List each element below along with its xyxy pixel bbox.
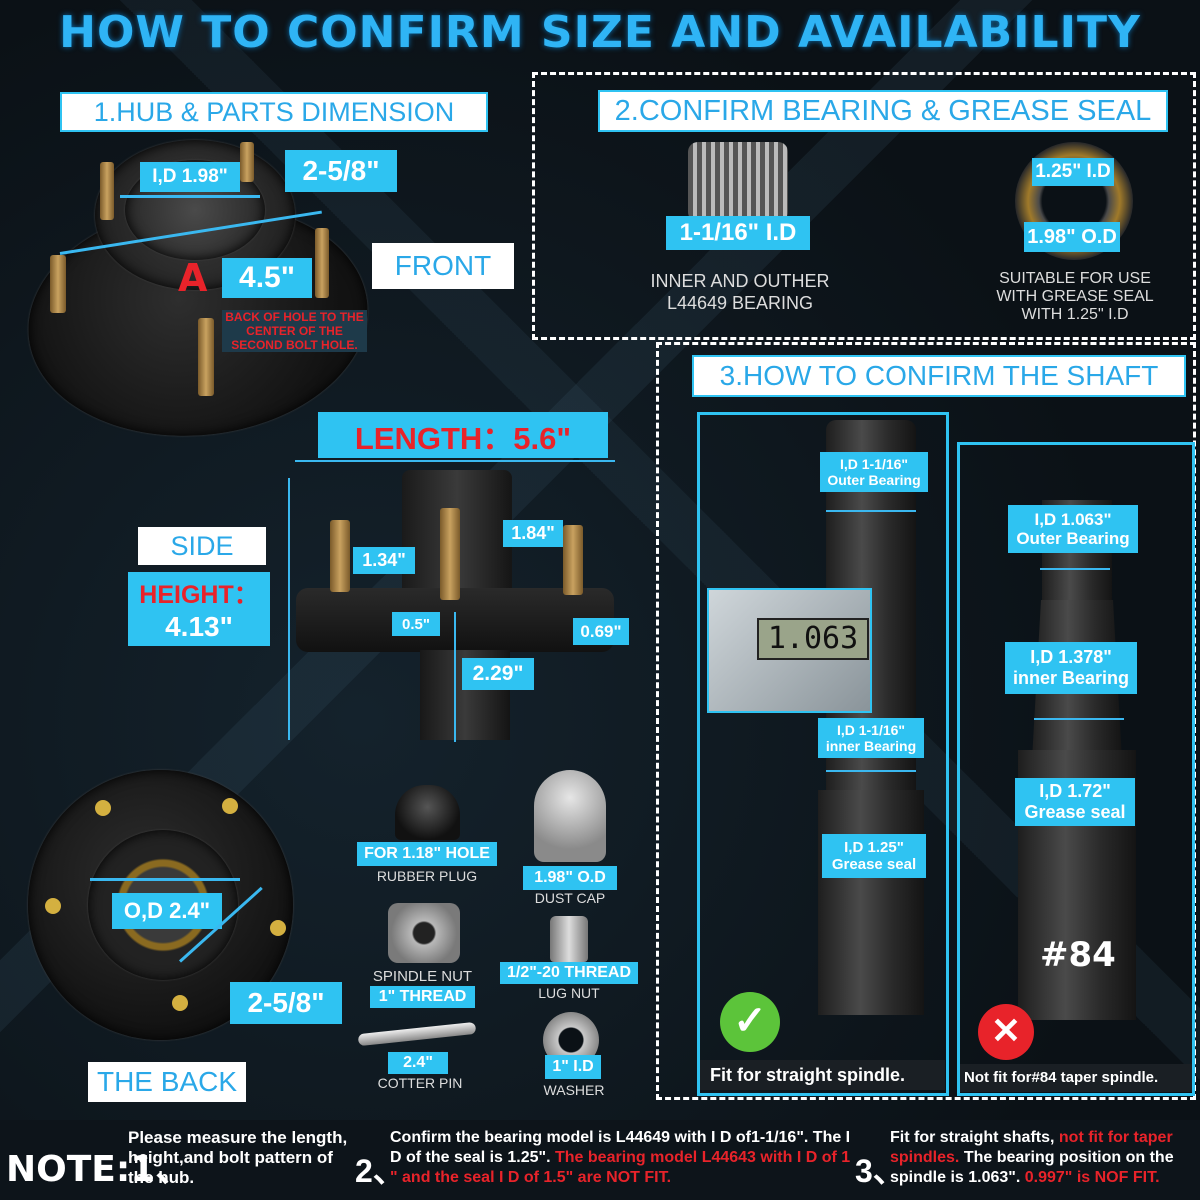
spindle-nut-size: 1" THREAD <box>370 986 475 1008</box>
note-2-warning: The bearing model L44643 with I D of 1 "… <box>390 1149 851 1186</box>
dim-069: 0.69" <box>573 618 629 645</box>
straight-outer-label: I,D 1-1/16" Outer Bearing <box>820 452 928 492</box>
section3-heading: 3.HOW TO CONFIRM THE SHAFT <box>692 355 1186 397</box>
section2-frame <box>532 72 1196 340</box>
marker-a: A <box>178 256 208 300</box>
caliper-photo: 1.063 <box>707 588 872 713</box>
height-value: 4.13" <box>165 611 233 642</box>
straight-outer-line <box>826 510 916 512</box>
cotter-size: 2.4" <box>388 1052 448 1074</box>
note-2-text: Confirm the bearing model is L44649 with… <box>390 1129 851 1166</box>
straight-fit-text: Fit for straight spindle. <box>700 1060 945 1090</box>
straight-shaft-panel <box>697 412 949 1096</box>
rubber-plug-size: FOR 1.18" HOLE <box>357 842 497 866</box>
dim-229: 2.29" <box>462 658 534 690</box>
bolt-spacing-label: 2-5/8" <box>285 150 397 192</box>
lug-nut-name: LUG NUT <box>538 985 600 1001</box>
washer-name: WASHER <box>543 1082 605 1098</box>
bolt-note: BACK OF HOLE TO THE CENTER OF THE SECOND… <box>222 310 367 352</box>
note-3-number: 3、 <box>855 1153 905 1189</box>
straight-inner-label: I,D 1-1/16" inner Bearing <box>818 718 924 758</box>
note-3-text-b: The bearing position on the spindle is 1… <box>890 1149 1174 1186</box>
rubber-plug-name: RUBBER PLUG <box>376 868 478 884</box>
bearing-id-label: 1-1/16" I.D <box>666 216 810 250</box>
cross-icon: ✕ <box>978 1004 1034 1060</box>
note-3-warning-b: 0.997" is NOF FIT. <box>1024 1169 1160 1186</box>
page-title: HOW TO CONFIRM SIZE AND AVAILABILITY <box>59 7 1141 58</box>
seal-od-label: 1.98" O.D <box>1024 222 1120 252</box>
id-dim-line <box>120 195 260 198</box>
dust-cap-size: 1.98" O.D <box>523 866 617 890</box>
taper-fit-text: Not fit for#84 taper spindle. <box>960 1064 1192 1092</box>
od-dim-line <box>90 878 240 881</box>
note-2-number: 2、 <box>355 1153 405 1189</box>
height-dim-line <box>288 478 290 740</box>
back-label: THE BACK <box>88 1062 246 1102</box>
seal-id-label: 1.25" I.D <box>1032 158 1114 186</box>
length-text: LENGTH：5.6" <box>354 420 572 456</box>
taper-inner-label: I,D 1.378" inner Bearing <box>1005 642 1137 694</box>
length-label: LENGTH：5.6" <box>318 412 608 458</box>
taper-outer-label: I,D 1.063" Outer Bearing <box>1008 505 1138 553</box>
taper-shaft-panel <box>957 442 1195 1096</box>
straight-shaft-lower <box>818 790 924 1015</box>
note-2: Confirm the bearing model is L44649 with… <box>390 1128 860 1188</box>
od-label: O,D 2.4" <box>112 893 222 929</box>
taper-model: #84 <box>1040 935 1116 975</box>
hub-id-label: I,D 1.98" <box>140 162 240 192</box>
notes-bar <box>0 1120 1200 1200</box>
washer-size: 1" I.D <box>545 1055 601 1079</box>
side-label: SIDE <box>138 527 266 565</box>
lug-nut-size: 1/2"-20 THREAD <box>500 962 638 984</box>
taper-seal-label: I,D 1.72" Grease seal <box>1015 778 1135 826</box>
note-3-warning-a: not fit for taper spindles. <box>890 1129 1173 1166</box>
note-3-text-a: Fit for straight shafts, <box>890 1129 1059 1146</box>
height-box: HEIGHT： 4.13" <box>128 572 270 646</box>
straight-seal-label: I,D 1.25" Grease seal <box>822 834 926 878</box>
section2-heading: 2.CONFIRM BEARING & GREASE SEAL <box>598 90 1168 132</box>
dim-05: 0.5" <box>392 612 440 636</box>
section1-heading: 1.HUB & PARTS DIMENSION <box>60 92 488 132</box>
dim-134: 1.34" <box>353 547 415 574</box>
taper-inner-line <box>1034 718 1124 720</box>
note-3: Fit for straight shafts, not fit for tap… <box>890 1128 1198 1188</box>
taper-outer-line <box>1040 568 1110 570</box>
front-label: FRONT <box>372 243 514 289</box>
spindle-nut-name: SPINDLE NUT <box>372 968 473 985</box>
length-dim-line <box>295 460 615 462</box>
straight-inner-line <box>826 770 916 772</box>
height-title: HEIGHT： <box>139 581 259 609</box>
dim-184: 1.84" <box>503 520 563 547</box>
check-icon: ✓ <box>720 992 780 1052</box>
caliper-readout: 1.063 <box>757 618 869 660</box>
cotter-name: COTTER PIN <box>377 1075 463 1091</box>
bearing-caption: INNER AND OUTHER L44649 BEARING <box>650 271 830 313</box>
dust-cap-name: DUST CAP <box>534 890 606 906</box>
back-spacing-label: 2-5/8" <box>230 982 342 1024</box>
dim-229-line <box>454 612 456 742</box>
seal-caption: SUITABLE FOR USE WITH GREASE SEAL WITH 1… <box>996 270 1154 323</box>
note-label: NOTE:1、 <box>6 1149 192 1190</box>
note-1: Please measure the length, height,and bo… <box>128 1128 348 1187</box>
bolt-pattern-label: 4.5" <box>222 258 312 298</box>
